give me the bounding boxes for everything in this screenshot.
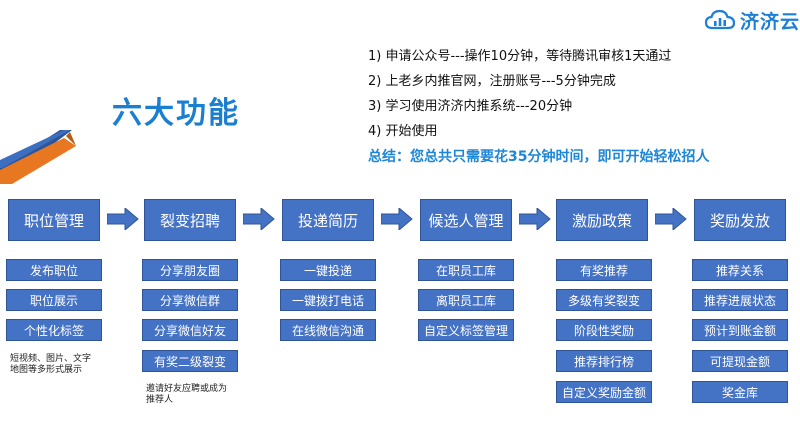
feature-item: 自定义标签管理 [418,319,514,341]
summary-text: 总结：您总共只需要花35分钟时间，即可开始轻松招人 [368,149,710,165]
arrow-right-icon [655,208,687,230]
feature-item: 分享微信好友 [142,319,238,341]
feature-item: 推荐排行榜 [556,350,652,372]
feature-item: 有奖推荐 [556,259,652,281]
cloud-icon [704,9,736,30]
steps-list: 1) 申请公众号---操作10分钟，等待腾讯审核1天通过 2) 上老乡内推官网，… [368,44,709,170]
feature-item: 在职员工库 [418,259,514,281]
feature-item: 推荐进展状态 [692,289,788,311]
feature-item: 离职员工库 [418,289,514,311]
feature-item: 预计到账金额 [692,319,788,341]
feature-item: 在线微信沟通 [280,319,376,341]
feature-item: 自定义奖励金额 [556,381,652,403]
feature-note: 邀请好友应聘或成为 推荐人 [146,384,228,405]
header-incentive-policy: 激励政策 [556,199,648,241]
arrow-right-icon [519,208,551,230]
step-item: 3) 学习使用济济内推系统---20分钟 [368,99,573,114]
feature-item: 有奖二级裂变 [142,350,238,372]
arrow-right-icon [243,208,275,230]
feature-item: 职位展示 [6,289,102,311]
feature-item: 阶段性奖励 [556,319,652,341]
feature-item: 一键投递 [280,259,376,281]
feature-item: 奖金库 [692,381,788,403]
feature-item: 多级有奖裂变 [556,289,652,311]
logo: 济济云 [704,6,800,34]
arrow-right-icon [107,208,139,230]
page-title: 六大功能 [112,96,240,131]
step-item: 4) 开始使用 [368,124,438,139]
feature-item: 发布职位 [6,259,102,281]
feature-item: 推荐关系 [692,259,788,281]
header-resume-delivery: 投递简历 [282,199,374,241]
feature-note: 短视频、图片、文字 地图等多形式展示 [10,354,92,375]
header-reward-payout: 奖励发放 [694,199,786,241]
logo-text: 济济云 [740,10,800,33]
feature-item: 一键拨打电话 [280,289,376,311]
arrow-right-icon [381,208,413,230]
feature-item: 分享朋友圈 [142,259,238,281]
feature-item: 可提现金额 [692,350,788,372]
header-candidate-management: 候选人管理 [420,199,512,241]
step-item: 1) 申请公众号---操作10分钟，等待腾讯审核1天通过 [368,49,672,64]
header-fission-recruiting: 裂变招聘 [144,199,236,241]
step-item: 2) 上老乡内推官网，注册账号---5分钟完成 [368,74,616,89]
feature-item: 分享微信群 [142,289,238,311]
header-job-management: 职位管理 [8,199,100,241]
feature-item: 个性化标签 [6,319,102,341]
decorative-band [0,130,76,184]
